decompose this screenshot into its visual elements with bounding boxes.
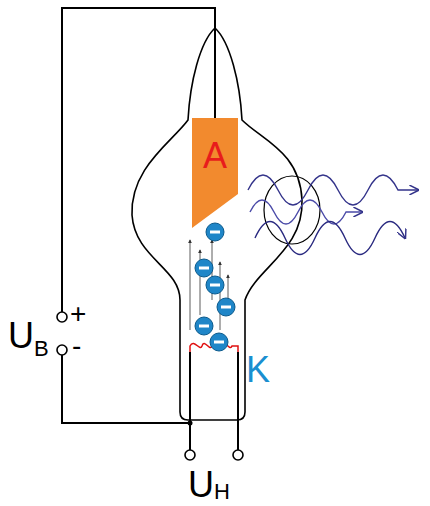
electron-charge (210, 284, 220, 287)
voltage-subscript: B (34, 338, 49, 360)
voltage-symbol: U (8, 318, 34, 354)
electron (206, 223, 224, 241)
electron (210, 333, 228, 351)
electron-charge (214, 341, 224, 344)
filament-lead (237, 352, 239, 450)
electron-path (190, 240, 228, 330)
cathode-label: K (246, 352, 270, 388)
electron (206, 276, 224, 294)
electron (217, 298, 235, 316)
electron (195, 259, 213, 277)
terminal (185, 450, 195, 460)
terminal (57, 312, 67, 322)
electrons (195, 223, 235, 351)
voltage-subscript: H (214, 481, 230, 503)
filament-lead (189, 352, 191, 450)
electron-charge (221, 306, 231, 309)
x-ray-waves (248, 175, 418, 255)
wire (62, 355, 190, 423)
anode: A (192, 118, 238, 228)
electron (195, 317, 213, 335)
terminal (233, 450, 243, 460)
electron-charge (199, 325, 209, 328)
anode-body (192, 118, 238, 228)
electron-charge (210, 231, 220, 234)
polarity-sign: - (72, 332, 81, 360)
electron-charge (199, 267, 209, 270)
anode-label: A (192, 138, 238, 174)
polarity-sign: + (70, 300, 86, 328)
voltage-symbol: U (188, 467, 214, 503)
terminal (57, 345, 67, 355)
